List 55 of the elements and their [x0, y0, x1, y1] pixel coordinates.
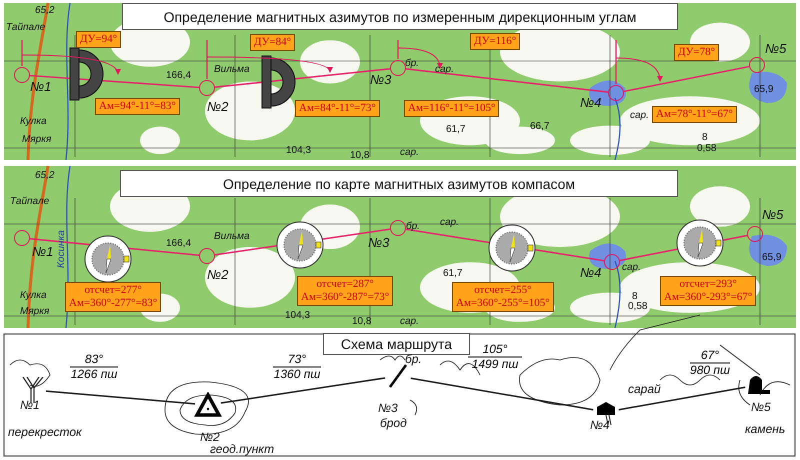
map-label: 0,58: [697, 143, 716, 154]
point-label: геод.пункт: [210, 442, 274, 456]
point-label: №4: [580, 266, 602, 280]
map-label: 166,4: [166, 238, 192, 249]
map-label: 0,58: [628, 301, 648, 312]
point-label: №1: [30, 80, 52, 94]
map-label: 65,2: [35, 170, 54, 181]
map-label: 65,9: [754, 84, 774, 95]
point-label: №2: [207, 268, 228, 282]
map-label: Вильма: [214, 231, 250, 242]
map-label: 104,3: [286, 145, 312, 156]
point-label: №3: [378, 401, 398, 415]
point-label: сарай: [628, 382, 661, 396]
map-label: Мяркя: [22, 134, 52, 145]
point-label: №3: [370, 73, 392, 87]
map-label: 65,9: [762, 252, 782, 263]
point-label: №5: [751, 400, 771, 414]
point-label: №1: [32, 245, 54, 259]
point-label: №5: [762, 208, 784, 222]
map-label: сар.: [440, 217, 459, 228]
map-label: Косинка: [56, 230, 67, 268]
map-label: 65,2: [35, 5, 54, 16]
map-label: Мяркя: [20, 306, 50, 317]
point-label: брод: [380, 416, 407, 430]
map-label: Тайпале: [10, 196, 50, 207]
map-label: 61,7: [443, 268, 462, 279]
point-label: №2: [207, 100, 228, 114]
point-label: №4: [590, 418, 610, 432]
point-label: №3: [368, 236, 390, 250]
map-label: сар.: [400, 316, 419, 327]
point-label: камень: [745, 422, 786, 436]
map-label: сар.: [630, 110, 649, 121]
map-label: 104,3: [285, 310, 310, 321]
map-label: сар.: [435, 64, 454, 75]
map-label: 8: [632, 291, 638, 302]
map-label: 166,4: [166, 70, 192, 81]
map-label: Кулка: [20, 290, 47, 301]
map-label: 8: [702, 132, 708, 143]
map-label: 10,8: [352, 316, 372, 327]
point-label: №1: [20, 398, 40, 412]
point-label: перекресток: [8, 425, 82, 439]
map-label: 61,7: [446, 124, 466, 135]
map-label: 10,8: [350, 150, 370, 161]
map-label: Тайпале: [6, 22, 46, 33]
map-label: Вильма: [214, 64, 250, 75]
map-label: бр.: [406, 221, 420, 232]
point-label: №2: [200, 430, 220, 444]
point-label: №5: [765, 42, 786, 56]
map-label: сар.: [400, 147, 419, 158]
point-label: бр.: [405, 352, 422, 366]
map-label: Кулка: [20, 116, 47, 127]
point-label: №4: [580, 96, 602, 110]
map-label: 66,7: [530, 121, 550, 132]
map-label: сар.: [622, 262, 641, 273]
map-label: бр.: [405, 58, 419, 69]
